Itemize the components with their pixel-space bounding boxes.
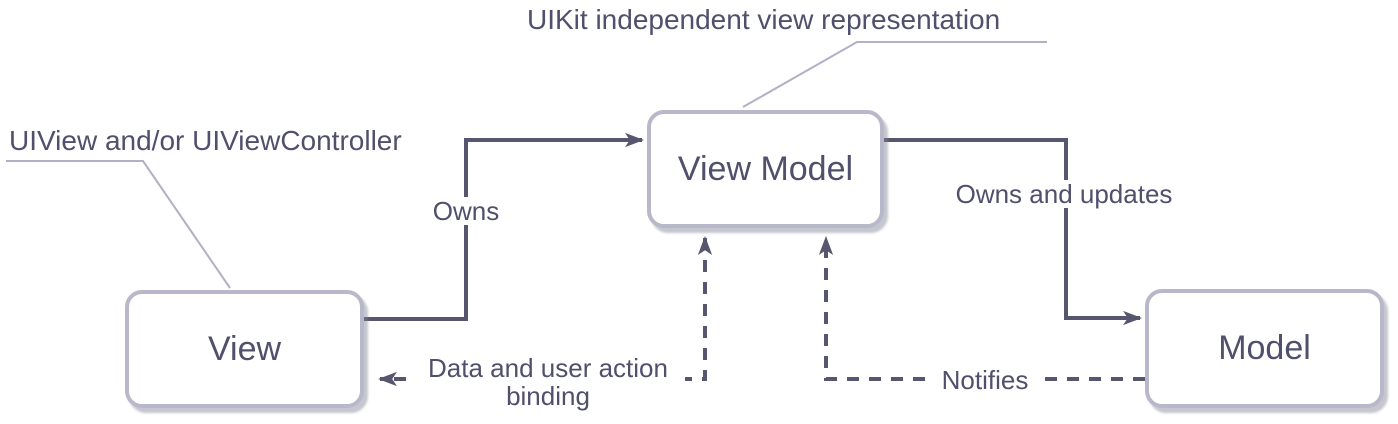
edge-label-notifies: Notifies (934, 366, 1036, 394)
node-model-label: Model (1218, 329, 1311, 367)
node-view-model: View Model (647, 110, 884, 228)
view-model-callout-line (742, 41, 1047, 108)
edge-label-owns-and-updates: Owns and updates (948, 180, 1180, 208)
edge-label-binding: Data and user action binding (411, 354, 685, 410)
view-callout-note: UIView and/or UIViewController (9, 125, 402, 156)
node-view: View (125, 290, 364, 408)
node-view-model-label: View Model (677, 149, 854, 188)
owns-and-updates-arrow (884, 138, 1143, 326)
notifies-arrow (818, 235, 1145, 381)
node-model: Model (1145, 289, 1384, 408)
edge-label-binding-line1: Data and user action (428, 353, 668, 383)
view-model-callout-note: UIKit independent view representation (527, 4, 1001, 35)
owns-arrow (363, 132, 645, 321)
edge-label-binding-line2: binding (506, 381, 590, 411)
edge-label-owns: Owns (425, 197, 507, 225)
view-callout-line (6, 160, 231, 289)
node-view-label: View (207, 329, 282, 368)
